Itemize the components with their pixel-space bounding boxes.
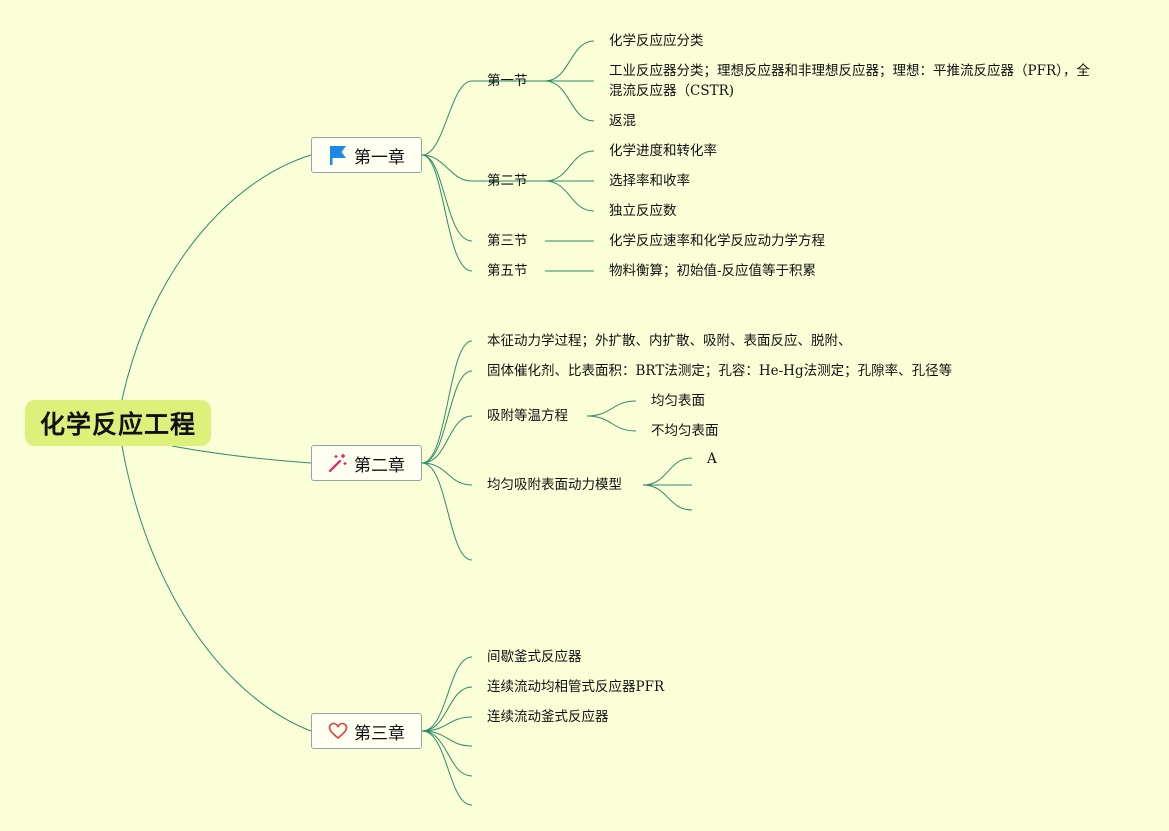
section-2-item[interactable]: 独立反应数 bbox=[609, 203, 677, 219]
chapter-3-item[interactable]: 连续流动均相管式反应器PFR bbox=[487, 679, 665, 695]
chapter-2-item-intrinsic[interactable]: 本征动力学过程；外扩散、内扩散、吸附、表面反应、脱附、 bbox=[487, 333, 852, 349]
chapter-2-topic[interactable]: 第二章 bbox=[311, 445, 422, 481]
chapter-3-topic[interactable]: 第三章 bbox=[311, 713, 422, 749]
chapter-2-title: 第二章 bbox=[354, 455, 405, 476]
chapter-3-item[interactable]: 连续流动釜式反应器 bbox=[487, 709, 609, 725]
magic-wand-icon bbox=[328, 453, 348, 473]
section-1-item[interactable]: 化学反应应分类 bbox=[609, 33, 704, 49]
flag-icon bbox=[328, 145, 348, 165]
section-5-item[interactable]: 物料衡算；初始值-反应值等于积累 bbox=[609, 263, 817, 279]
chapter-1-topic[interactable]: 第一章 bbox=[311, 137, 422, 173]
heart-icon bbox=[328, 721, 348, 741]
chapter-2-item-model[interactable]: 均匀吸附表面动力模型 bbox=[487, 477, 622, 493]
section-1-item[interactable]: 工业反应器分类；理想反应器和非理想反应器；理想：平推流反应器（PFR），全混流反… bbox=[609, 63, 1090, 99]
section-2-item[interactable]: 选择率和收率 bbox=[609, 173, 690, 189]
root-topic[interactable]: 化学反应工程 bbox=[25, 400, 211, 446]
chapter-3-item[interactable]: 间歇釜式反应器 bbox=[487, 649, 582, 665]
isotherm-child[interactable]: 不均匀表面 bbox=[651, 423, 719, 439]
section-1-item[interactable]: 返混 bbox=[609, 113, 636, 129]
section-2-label[interactable]: 第二节 bbox=[487, 173, 528, 189]
chapter-3-title: 第三章 bbox=[354, 723, 405, 744]
chapter-1-title: 第一章 bbox=[354, 147, 405, 168]
model-child[interactable]: A bbox=[707, 451, 717, 467]
section-5-label[interactable]: 第五节 bbox=[487, 263, 528, 279]
section-2-item[interactable]: 化学进度和转化率 bbox=[609, 143, 717, 159]
chapter-2-item-isotherm[interactable]: 吸附等温方程 bbox=[487, 408, 568, 424]
section-1-label[interactable]: 第一节 bbox=[487, 73, 528, 89]
section-3-item[interactable]: 化学反应速率和化学反应动力学方程 bbox=[609, 233, 825, 249]
section-3-label[interactable]: 第三节 bbox=[487, 233, 528, 249]
chapter-2-item-catalyst[interactable]: 固体催化剂、比表面积：BRT法测定；孔容：He-Hg法测定；孔隙率、孔径等 bbox=[487, 363, 953, 379]
isotherm-child[interactable]: 均匀表面 bbox=[651, 393, 705, 409]
root-title: 化学反应工程 bbox=[39, 410, 196, 439]
